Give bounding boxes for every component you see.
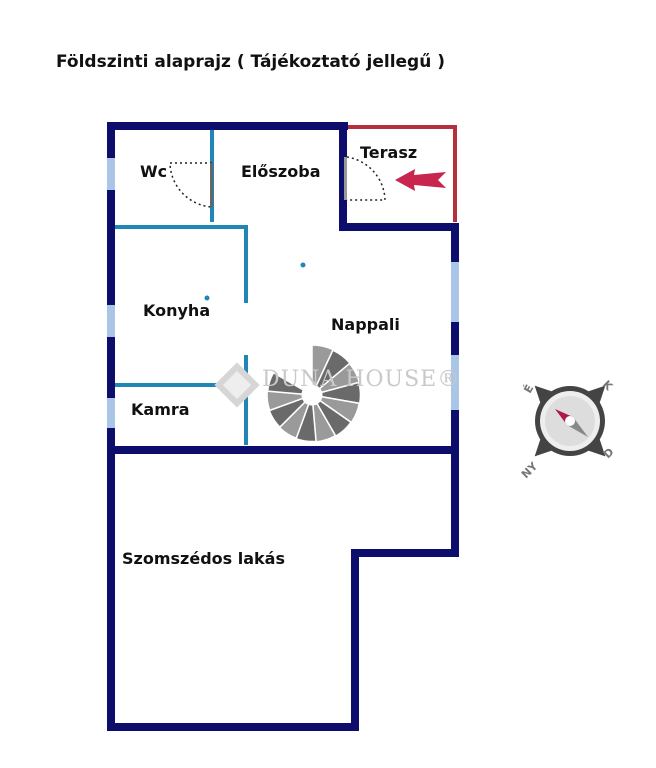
entry-door-swing (346, 156, 386, 201)
window (107, 158, 115, 190)
doors (169, 156, 386, 208)
compass-d: D (601, 445, 617, 461)
compass-icon: É K D NY (519, 378, 617, 481)
terrace-outline (348, 125, 457, 222)
window (451, 262, 459, 322)
watermark-logo-icon (214, 362, 260, 408)
window (107, 305, 115, 337)
room-label-terasz: Terasz (360, 143, 418, 162)
windows (107, 158, 459, 428)
compass-ny: NY (519, 459, 541, 481)
entrance-arrow-icon (395, 169, 446, 191)
inner-walls (115, 130, 248, 445)
stair-step (266, 371, 305, 395)
wc-door-swing (169, 162, 213, 208)
window (107, 398, 115, 428)
spiral-staircase-icon (266, 344, 362, 443)
room-label-kamra: Kamra (131, 400, 190, 419)
plan-title: Földszinti alaprajz ( Tájékoztató jelleg… (56, 52, 446, 72)
room-label-konyha: Konyha (143, 301, 211, 320)
room-label-eloszoba: Előszoba (241, 162, 321, 181)
room-label-nappali: Nappali (331, 315, 400, 334)
watermark: DUNA HOUSE® (262, 367, 461, 392)
compass-e: É (521, 382, 536, 395)
room-label-wc: Wc (140, 162, 168, 181)
room-label-szomszedos: Szomszédos lakás (122, 549, 285, 568)
window (451, 355, 459, 410)
